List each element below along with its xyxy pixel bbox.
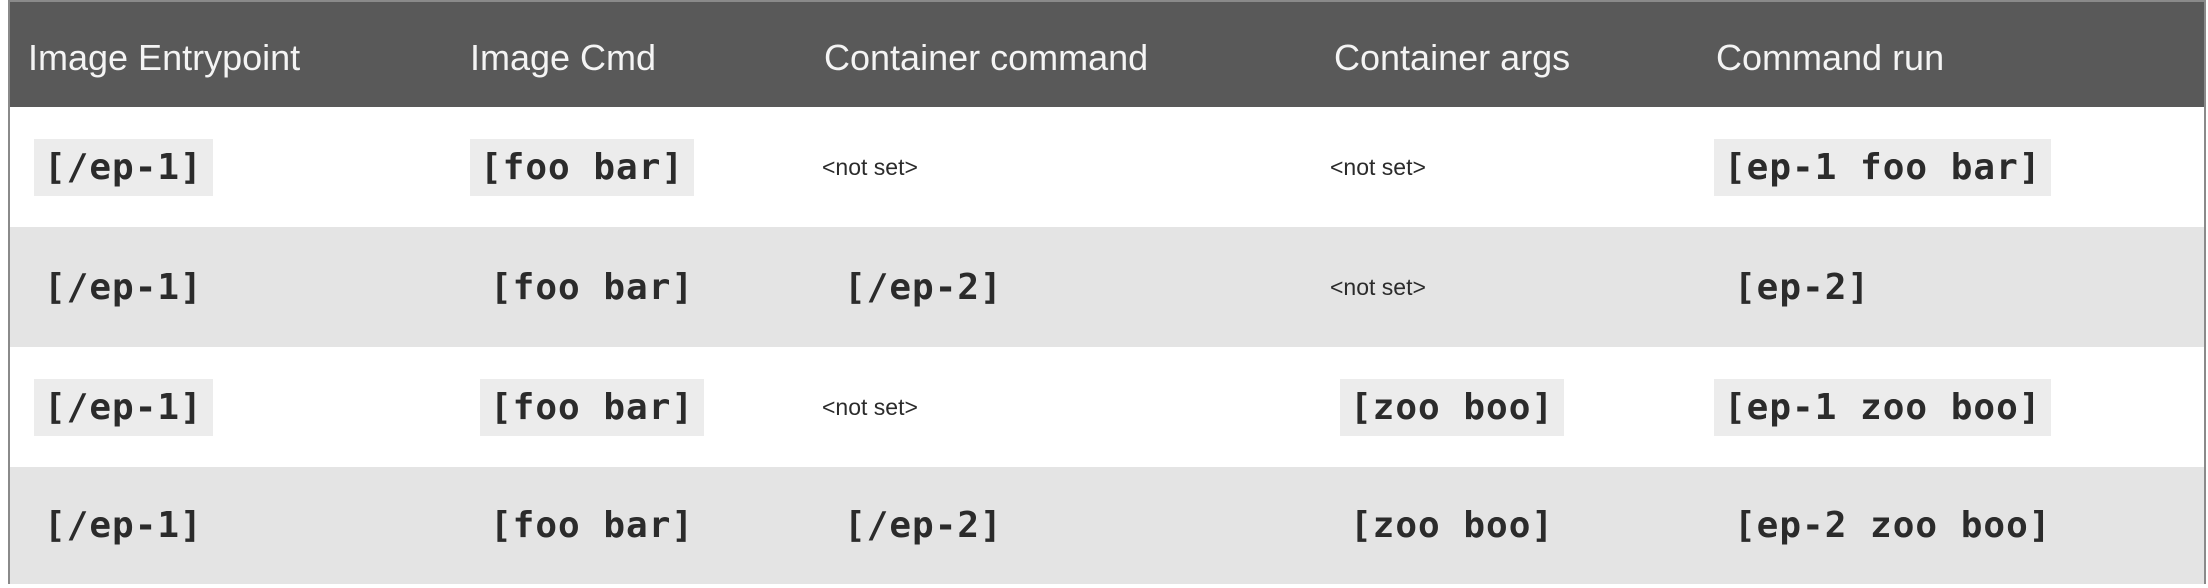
table-header: Image Entrypoint Image Cmd Container com… xyxy=(10,2,2204,107)
cell-image-entrypoint: [/ep-1] xyxy=(44,505,203,546)
cell-command-run: [ep-2 zoo boo] xyxy=(1734,505,2052,546)
cell-image-entrypoint: [/ep-1] xyxy=(34,378,213,436)
cell-command-run: [ep-1 zoo boo] xyxy=(1714,378,2052,436)
cell-image-cmd: [foo bar] xyxy=(490,266,695,308)
table-row: [/ep-1] [foo bar] <not set> <not set> [e… xyxy=(10,107,2204,227)
header-container-command: Container command xyxy=(824,37,1149,78)
table-row: [/ep-1] [foo bar] <not set> [zoo boo] [e… xyxy=(10,347,2204,467)
cell-container-args: [zoo boo] xyxy=(1350,505,1555,546)
command-table: Image Entrypoint Image Cmd Container com… xyxy=(8,0,2206,584)
header-image-entrypoint: Image Entrypoint xyxy=(28,37,301,78)
cell-image-cmd: [foo bar] xyxy=(480,378,705,436)
header-command-run: Command run xyxy=(1716,37,1945,78)
cell-image-entrypoint: [/ep-1] xyxy=(34,138,213,196)
table-row: [/ep-1] [foo bar] [/ep-2] [zoo boo] [ep-… xyxy=(10,467,2204,584)
cell-container-command: [/ep-2] xyxy=(844,505,1003,546)
cell-container-args: [zoo boo] xyxy=(1340,378,1565,436)
cell-container-command: <not set> xyxy=(822,153,918,180)
cell-container-args: <not set> xyxy=(1330,153,1426,180)
header-container-args: Container args xyxy=(1334,37,1571,78)
cell-command-run: [ep-2] xyxy=(1734,266,1871,308)
cell-image-cmd: [foo bar] xyxy=(490,505,695,546)
cell-command-run: [ep-1 foo bar] xyxy=(1714,138,2052,196)
cell-container-command: [/ep-2] xyxy=(844,266,1003,308)
table-row: [/ep-1] [foo bar] [/ep-2] <not set> [ep-… xyxy=(10,227,2204,347)
header-image-cmd: Image Cmd xyxy=(470,37,657,78)
cell-image-entrypoint: [/ep-1] xyxy=(44,266,203,308)
cell-container-command: <not set> xyxy=(822,393,918,420)
cell-container-args: <not set> xyxy=(1330,273,1426,300)
cell-image-cmd: [foo bar] xyxy=(470,138,695,196)
